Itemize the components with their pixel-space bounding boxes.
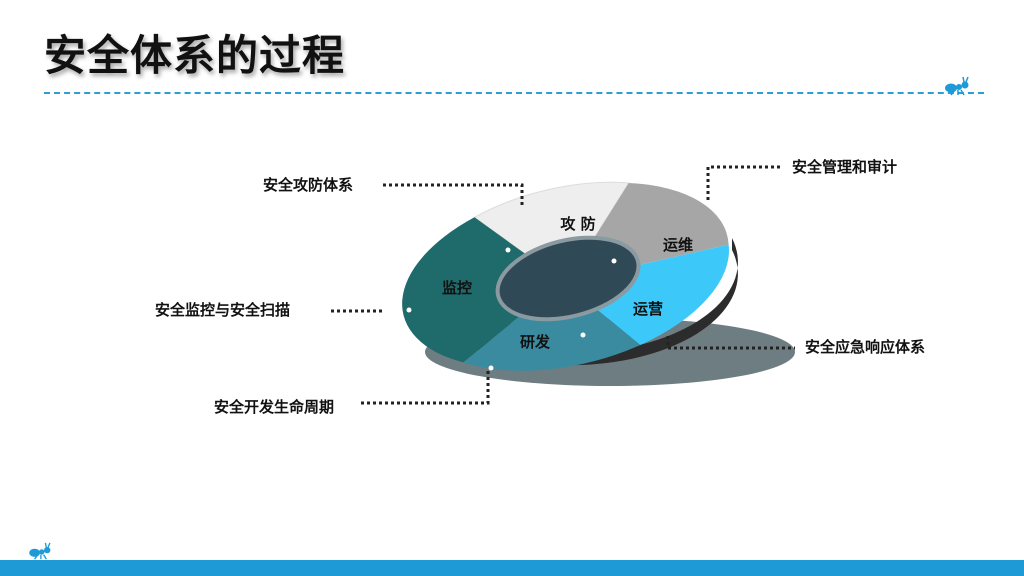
anchor-dot [580, 332, 586, 338]
segment-label-operations: 运营 [633, 300, 663, 318]
ring-center [495, 235, 641, 322]
segment-label-attack-defense: 攻 防 [560, 215, 595, 233]
segment-label-rnd: 研发 [520, 333, 551, 351]
callout-monitoring-scanning: 安全监控与安全扫描 [155, 301, 291, 319]
callout-attack-defense-system: 安全攻防体系 [263, 176, 354, 194]
anchor-dot [611, 258, 617, 264]
anchor-dot [488, 365, 494, 371]
segment-operations [596, 244, 729, 345]
connector-attack-defense [383, 183, 524, 208]
segment-rnd [463, 308, 641, 371]
segment-monitor [402, 217, 530, 363]
segment-label-monitor: 监控 [442, 279, 472, 297]
callout-management-audit: 安全管理和审计 [792, 158, 898, 176]
page-title: 安全体系的过程 [44, 31, 346, 80]
anchor-dot [406, 307, 412, 313]
connector-emergency [666, 336, 795, 350]
ant-icon [29, 542, 51, 560]
title-divider [44, 92, 984, 94]
segment-label-ops: 运维 [663, 236, 693, 254]
ant-icon [945, 76, 969, 96]
callout-emergency-response: 安全应急响应体系 [805, 338, 926, 356]
footer-bar [0, 560, 1024, 576]
connector-management-audit [706, 165, 780, 200]
anchor-dot [505, 247, 511, 253]
callout-sdl: 安全开发生命周期 [214, 398, 335, 416]
connector-sdl [361, 370, 490, 405]
